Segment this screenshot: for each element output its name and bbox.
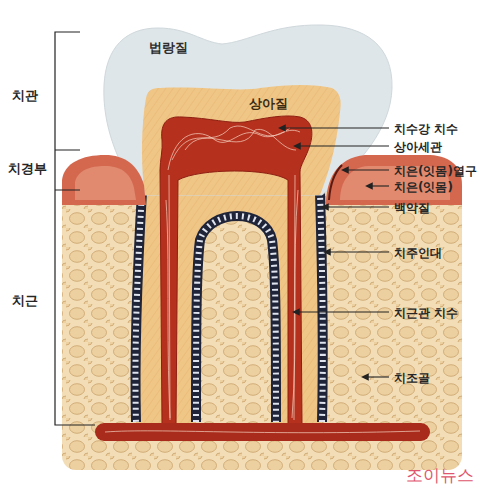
label-slot: 치은(잇몸): [394, 177, 453, 195]
pulp: [160, 116, 312, 425]
part-label: 치수강 치수: [394, 123, 458, 137]
gingiva: [326, 155, 462, 205]
label-slot: 백악질: [394, 198, 430, 216]
label-slot: 치은(잇몸)열구: [394, 161, 477, 179]
bracket: [55, 32, 95, 425]
part-label: 상아세관: [394, 141, 442, 155]
bracket-label: 치근: [12, 294, 38, 309]
part-label: 치조골: [394, 372, 430, 386]
label-slot: 상아세관: [394, 137, 442, 155]
label-slot: 치수강 치수: [394, 119, 458, 137]
label-slot: 법랑질: [149, 38, 188, 56]
bracket-label: 치경부: [8, 162, 47, 177]
watermark: 조이뉴스: [406, 466, 474, 486]
part-label: 상아질: [249, 97, 288, 111]
part-label: 백악질: [394, 202, 430, 216]
nerves: [166, 126, 300, 420]
label-slot: 치조골: [394, 368, 430, 386]
label-slot: 상아질: [249, 94, 288, 112]
bone: [62, 190, 462, 470]
gingiva: [62, 155, 146, 205]
part-label: 법랑질: [149, 41, 188, 56]
label-slot: 치경부: [8, 159, 47, 177]
vessel-band: [95, 423, 430, 441]
sulcus: [329, 165, 342, 200]
label-slot: 치관: [12, 86, 38, 104]
label-slot: 치근: [12, 291, 38, 309]
label-slot: 조이뉴스: [406, 466, 474, 486]
part-label: 치근관 치수: [394, 307, 458, 321]
part-label: 치은(잇몸)열구: [394, 165, 477, 179]
part-label: 치주인대: [394, 247, 442, 261]
leader-lines: [285, 128, 389, 377]
part-label: 치은(잇몸): [394, 181, 453, 195]
bracket-label: 치관: [12, 89, 38, 104]
label-slot: 치주인대: [394, 243, 442, 261]
label-slot: 치근관 치수: [394, 303, 458, 321]
